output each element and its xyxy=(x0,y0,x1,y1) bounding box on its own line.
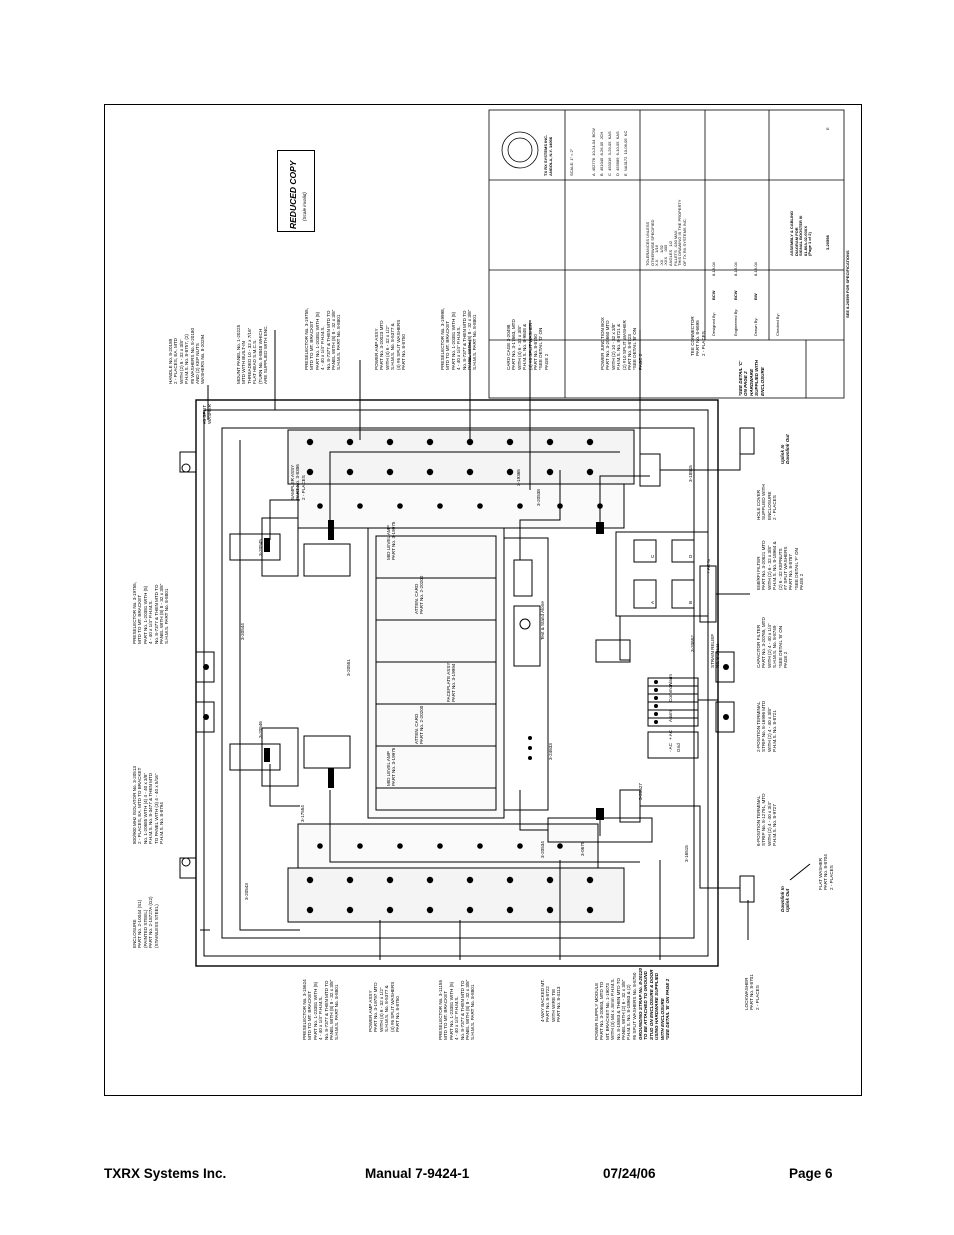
drawing-border xyxy=(104,104,862,1096)
title-block-company: TX RX SYSTEMS INC. ANGOLA, N.Y. 14006 xyxy=(543,134,553,176)
junction-letter: C xyxy=(650,554,655,558)
part-label: 3-20543 xyxy=(244,883,249,900)
part-label: 3-20534 xyxy=(540,841,545,858)
terminal-label: - AC xyxy=(668,743,673,752)
part-label: 3-20627 xyxy=(638,783,643,800)
revision-row: C 453316 3-29-05 KAS xyxy=(607,131,612,176)
card-label: ATTEN. CARD PART No. 2-20200 xyxy=(414,575,425,614)
note-power-amp-right: POWER AMP ASSY PART No. 3-20023 MTD WITH… xyxy=(374,319,407,370)
part-label: 3-20545 xyxy=(258,539,263,556)
part-label: 3-20546 xyxy=(258,721,263,738)
revision-row: B 451045 8-26-05 JCH xyxy=(599,131,604,176)
title-block-row-name: BW xyxy=(753,293,758,300)
part-label: 3-20551 xyxy=(346,659,351,676)
note-preselector-mid: PRESELECTOR No. 3-11155 MTD TO MT. BRACK… xyxy=(438,979,476,1040)
note-handle: HANDLE No. 8-20189 2 - PLACES, EA. MTD W… xyxy=(168,327,206,384)
title-block-row-label: Checked By: xyxy=(775,313,780,336)
note-isolator: 800/900 MHz ISOLATOR No. 3-20513 2 - PLA… xyxy=(132,766,165,844)
card-label: FACEPLATE ASSY PART No. 3-19994 xyxy=(446,662,457,703)
title-block-drawing-no: 3-20598 xyxy=(825,235,830,250)
part-label: 3-17554 xyxy=(300,805,305,822)
card-label: ATTEN. CARD PART No. 2-20200 xyxy=(414,705,425,744)
terminal-label: Alarm xyxy=(668,710,673,722)
part-label: 3-19365 xyxy=(516,469,521,486)
note-power-amp-bottom: POWER AMP ASSY PART No. 3-19797 MTD WITH… xyxy=(368,981,401,1032)
note-hole-cover: HOLE COVER SUPPLIED WITH ENCLOSURE 2 - P… xyxy=(756,484,778,520)
part-label: 3-20652 xyxy=(690,635,695,652)
note-preselector-bottom: PRESELECTOR No. 3-15624 MTD TO MT. BRACK… xyxy=(302,979,340,1040)
part-label: 3-0675 xyxy=(580,841,585,856)
note-grounding: GROUNDING STRAP No. 8-20120 TO BE ATTACH… xyxy=(638,967,671,1040)
note-preselector-right: PRESELECTOR No. 3-19998, MTD TO MT. BRAC… xyxy=(440,308,478,370)
note-two-position: 2-POSITION TERMINAL STRIP No. 8-16996 MT… xyxy=(756,700,778,752)
junction-letter: D xyxy=(688,554,693,558)
part-label: 3-18515 xyxy=(688,465,693,482)
note-four-way: 4-WAY BACKED MT. PART No. 8-8722 WITH WI… xyxy=(540,979,562,1022)
part-label: 3-16515 xyxy=(684,845,689,862)
title-block-row-label: Designed By: xyxy=(711,312,716,336)
note-strain-relief: STRAIN RELIEF No. 8-23111 xyxy=(710,633,721,668)
card-label: MID LEVEL AMP PART No. 3-19975 xyxy=(386,747,397,786)
note-lockwasher: LOCKWASHER PART No. 8-8701 2 - PLACES xyxy=(744,974,760,1010)
note-see-detail-c: *SEE DETAIL 'C' ON PAGE 2 HARDWARE SUPPL… xyxy=(738,360,765,396)
stamp-subtitle: (Scale invalid) xyxy=(302,192,307,221)
title-block-scale: SCALE: 1" = 2" xyxy=(569,148,574,176)
footer-manual: Manual 7-9424-1 xyxy=(365,1166,470,1181)
title-block-row-date: 8-18-04 xyxy=(753,262,758,276)
note-tee-connector: TEE CONNECTOR PART No. 8-6695 2 - PLACES xyxy=(690,316,706,356)
junction-letter: B xyxy=(688,600,693,604)
note-mount-panel: MOUNT PANEL No. 1-20225 MTD WITH BUILT-I… xyxy=(236,324,269,384)
revision-row: D 453989 6-10-05 KAS xyxy=(615,131,620,176)
card-label: MID LEVEL AMP PART No. 3-19975 xyxy=(386,521,397,560)
revision-row: A 452778 10-24-04 BCW xyxy=(591,128,596,176)
terminal-label: Gnd xyxy=(676,743,681,752)
terminal-label: Common xyxy=(668,683,673,702)
footer-date: 07/24/06 xyxy=(603,1166,656,1181)
title-block-row-date: 8-18-04 xyxy=(711,262,716,276)
note-preselector-top-right: PRESELECTOR No. 3-19755, MTD TO MT. BRAC… xyxy=(304,308,342,370)
note-six-position: 6-POSITION TERMINAL STRIP No. 8-12791, M… xyxy=(756,793,778,846)
port-uplink-in: Uplink In Downlink Out xyxy=(780,434,791,464)
terminal-label: + AC xyxy=(668,729,673,740)
title-block-title: ASSEMBLY & CABLING DIAGRAM FOR SIGNAL BO… xyxy=(789,210,813,256)
note-emi-filter: EMI/RFI FILTER PART No. 3-20821 MTD WITH… xyxy=(756,540,805,590)
title-block-rev: E xyxy=(825,127,830,130)
junction-letter: A xyxy=(650,600,655,604)
title-block-spec-note: SEE 8-20599 FOR SPECIFICATIONS xyxy=(845,250,850,318)
title-block-row-name: BCW xyxy=(733,290,738,300)
footer-company: TXRX Systems Inc. xyxy=(104,1166,227,1181)
title-block-tolerances: TOLERANCES UNLESS OTHERWISE SPECIFIED X.… xyxy=(645,199,687,266)
revision-row: E NA3172 10-06-05 KC xyxy=(623,130,628,176)
note-ac-in: + AC In xyxy=(706,558,711,574)
title-block-row-label: Engineered By: xyxy=(733,308,738,336)
faceplate-label: Test & Stand Alone xyxy=(540,601,545,640)
note-capacitor: CAPACITOR FILTER PART No. 3-20765, MTD W… xyxy=(756,617,789,668)
stamp-title: REDUCED COPY xyxy=(288,160,298,229)
note-sampler: SAMPLER ASSY PART No. 3-8386 2 - PLACES xyxy=(290,464,306,500)
note-power-junction: POWER JUNCTION BOX PART No. 3-20660 MTD … xyxy=(600,317,643,370)
port-downlink-in: Downlink In Uplink Out xyxy=(780,886,791,912)
part-label: 3-20538 xyxy=(536,489,541,506)
title-block-row-name: BCW xyxy=(711,290,716,300)
title-block-row-label: Drawn By: xyxy=(753,317,758,336)
note-card-cage: CARD CAGE 3-20498 PART No. 3-17663, MTD … xyxy=(506,319,549,370)
footer-page: Page 6 xyxy=(789,1166,833,1181)
reduced-copy-stamp: REDUCED COPY (Scale invalid) xyxy=(277,150,315,232)
note-flat-washer: FLAT WASHER PART No. 8-8704 2 - PLACES xyxy=(818,854,834,890)
note-enclosure: ENCLOSURE PART No. 2-10044 (S1) (PAINTED… xyxy=(132,896,159,948)
title-block-row-date: 8-18-04 xyxy=(733,262,738,276)
part-label: 3-20544 xyxy=(240,623,245,640)
note-power-supply: POWER SUPPLY MODULE PART No. 3-20653, MT… xyxy=(594,972,637,1040)
part-label: 3-24633 xyxy=(548,743,553,760)
note-preselector-top: PRESELECTOR No. 3-19755, MTD TO MT. BRAC… xyxy=(132,582,170,644)
note-split-washer: #8 SPLIT WASHER xyxy=(202,404,213,424)
